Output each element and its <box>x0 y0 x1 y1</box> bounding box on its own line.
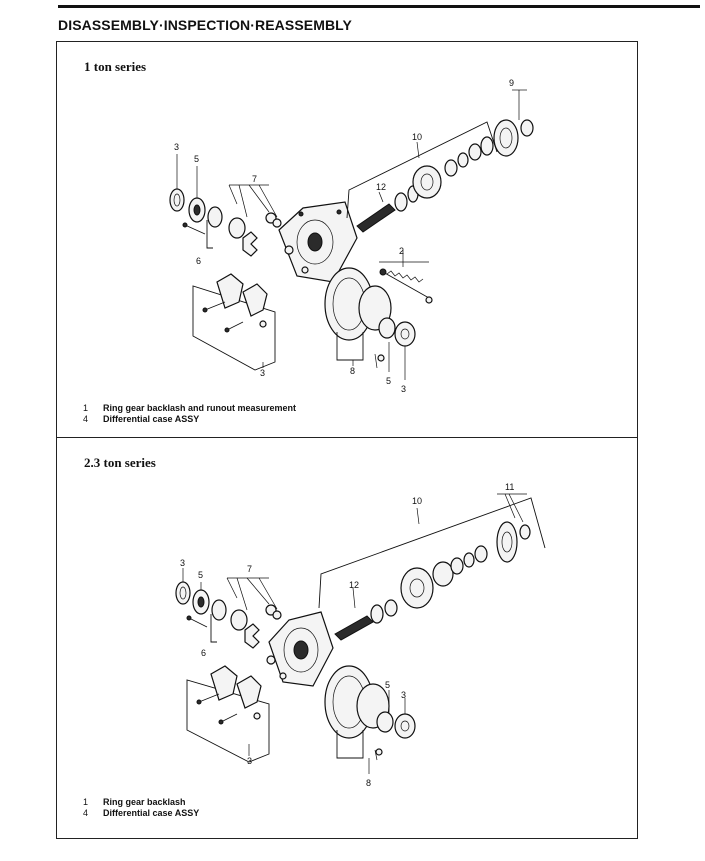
callout-label: 8 <box>350 366 355 376</box>
callout-label: 5 <box>386 376 391 386</box>
callout-label: 2 <box>399 246 404 256</box>
callout-label: 3 <box>174 142 179 152</box>
pinion-gear <box>228 217 246 239</box>
callout-label: 12 <box>376 182 386 192</box>
section-title: 1 ton series <box>84 59 147 74</box>
callout-label: 10 <box>412 132 422 142</box>
callout-label: 3 <box>180 558 185 568</box>
callout-label: 5 <box>198 570 203 580</box>
callout-label: 7 <box>252 174 257 184</box>
callout-label: 3 <box>401 690 406 700</box>
bearing-5 <box>394 321 416 347</box>
callout-label: 9 <box>509 78 514 88</box>
page-title: DISASSEMBLY·INSPECTION·REASSEMBLY <box>58 17 352 33</box>
panel-2-3-ton-series: 2.3 ton series <box>56 437 638 839</box>
callout-label: 10 <box>412 496 422 506</box>
callout-label: 3 <box>247 756 252 766</box>
gear-9 <box>493 119 519 157</box>
top-rule <box>58 5 700 8</box>
drive-pinion <box>356 203 396 233</box>
callout-label: 11 <box>505 482 514 492</box>
callout-label: 3 <box>260 368 265 378</box>
long-bolt <box>382 271 430 299</box>
pinion-flange <box>412 165 442 199</box>
callout-label: 8 <box>366 778 371 788</box>
callout-label: 3 <box>401 384 406 394</box>
bearing-cup <box>169 188 185 212</box>
callout-label: 12 <box>349 580 359 590</box>
exploded-view-diagram-2-3ton: 3 5 7 6 3 12 10 11 5 3 8 <box>175 482 546 788</box>
side-gear <box>207 206 223 228</box>
section-title: 2.3 ton series <box>84 455 156 470</box>
callout-label: 6 <box>196 256 201 266</box>
cross-shaft <box>242 231 258 257</box>
callout-label: 6 <box>201 648 206 658</box>
callout-label: 5 <box>194 154 199 164</box>
callout-label: 7 <box>247 564 252 574</box>
exploded-view-diagram-1ton: 3 5 7 6 3 12 10 9 2 8 5 3 <box>169 78 534 394</box>
panel-1-ton-series: 1 ton series <box>56 41 638 439</box>
callout-label: 5 <box>385 680 390 690</box>
